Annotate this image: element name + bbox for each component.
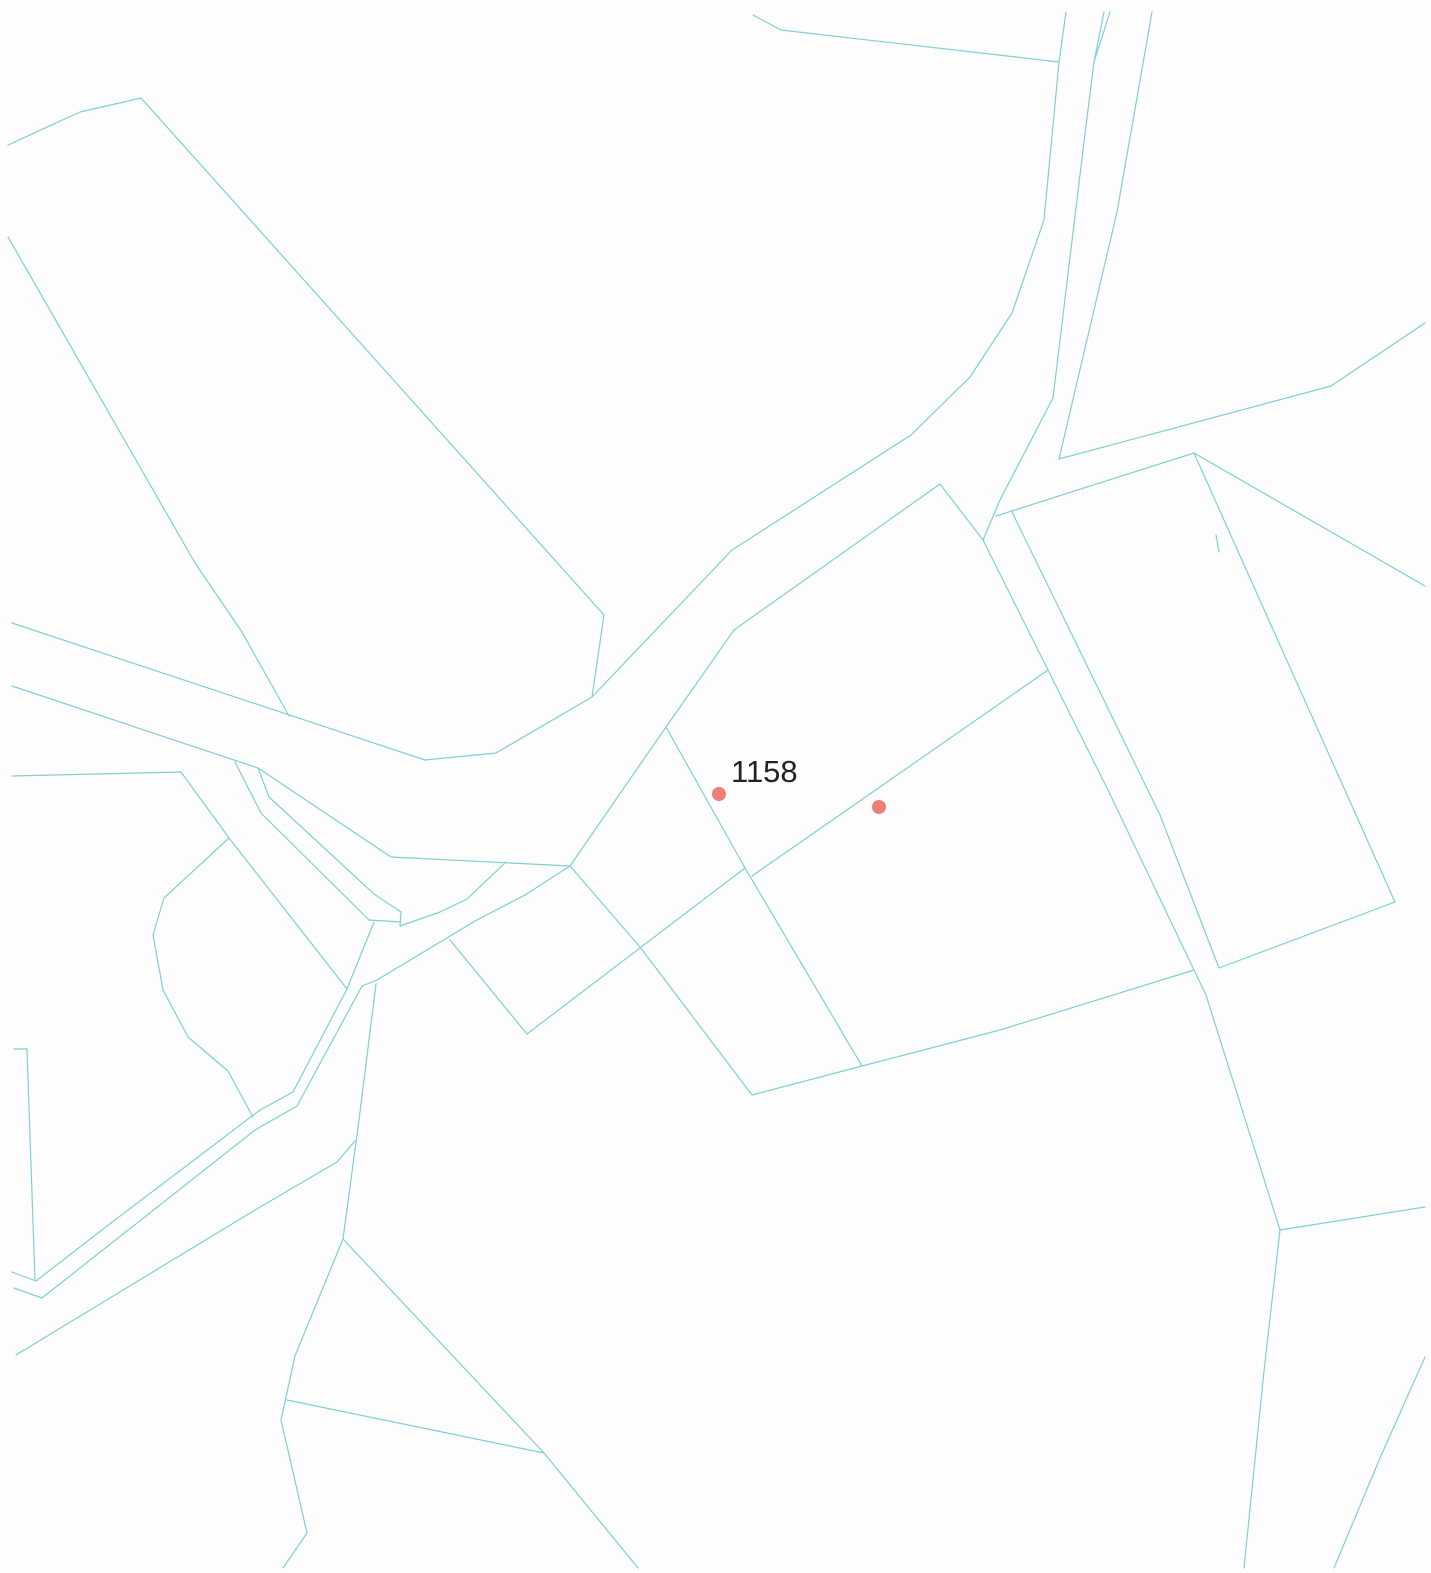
parcel-line bbox=[11, 483, 1195, 1096]
parcel-line bbox=[234, 761, 401, 923]
parcel-line bbox=[1058, 11, 1426, 460]
parcel-markers bbox=[712, 787, 886, 814]
parcel-line bbox=[13, 1048, 36, 1282]
parcel-line bbox=[1093, 11, 1111, 63]
parcel-line bbox=[752, 14, 1060, 63]
parcel-line bbox=[13, 985, 363, 1299]
parcel-line bbox=[1011, 452, 1396, 969]
parcel-line bbox=[751, 669, 1049, 877]
parcel-line bbox=[1333, 1356, 1426, 1569]
parcel-line bbox=[257, 767, 507, 927]
parcel-lines bbox=[7, 11, 1426, 1569]
parcel-line bbox=[361, 865, 571, 987]
parcel-line bbox=[286, 1399, 545, 1454]
parcel-line bbox=[11, 921, 375, 1282]
parcel-line bbox=[11, 771, 348, 990]
parcel-line bbox=[15, 1140, 356, 1356]
parcel-line bbox=[1243, 1229, 1281, 1569]
parcel-line bbox=[569, 865, 641, 948]
parcel-line bbox=[7, 236, 290, 717]
parcel-line bbox=[7, 97, 605, 761]
parcel-line bbox=[982, 11, 1105, 541]
parcel-line bbox=[152, 837, 254, 1118]
parcel-line bbox=[280, 983, 377, 1569]
parcel-line bbox=[449, 867, 746, 1035]
parcel-line bbox=[1193, 969, 1426, 1231]
parcel-point-1158[interactable] bbox=[712, 787, 726, 801]
parcel-line bbox=[591, 11, 1067, 698]
parcel-point-east[interactable] bbox=[872, 800, 886, 814]
parcel-labels: 1158 bbox=[731, 754, 798, 789]
parcel-line bbox=[1215, 534, 1220, 553]
parcel-number-label: 1158 bbox=[731, 754, 798, 789]
